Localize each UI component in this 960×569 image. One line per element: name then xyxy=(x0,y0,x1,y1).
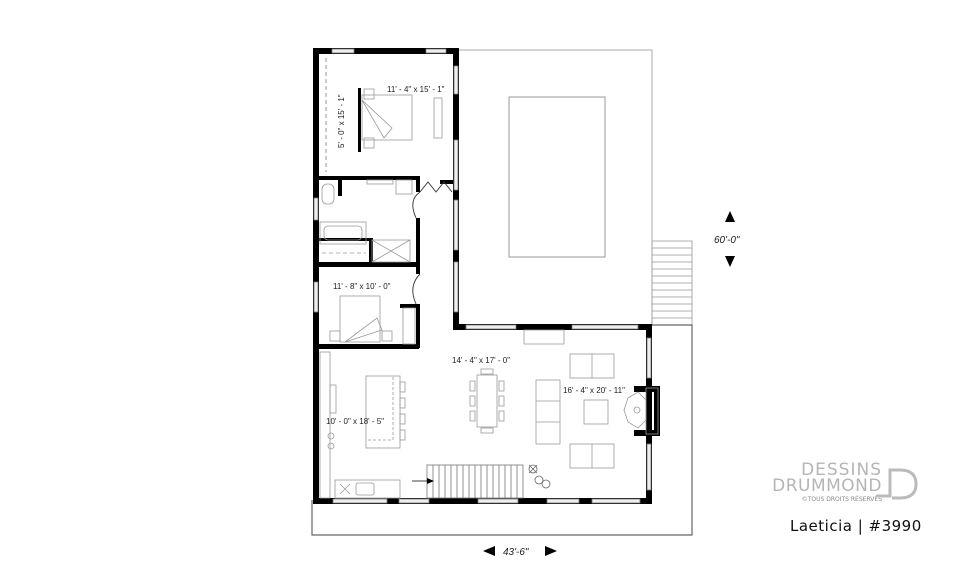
bed-headboard-wall xyxy=(358,88,361,152)
dining-table xyxy=(469,329,565,434)
windows xyxy=(313,48,652,504)
brand-logo: DESSINS DRUMMOND ©TOUS DROITS RÉSERVÉS xyxy=(752,460,882,504)
room-label-dining-room: 14' - 4" x 17' - 0" xyxy=(452,356,510,365)
deck-outline xyxy=(311,324,693,536)
living-furniture xyxy=(535,353,659,469)
pool xyxy=(508,96,606,258)
doors xyxy=(412,181,453,305)
bedroom2-bed xyxy=(329,295,416,345)
room-label-living-room: 16' - 4" x 20' - 11" xyxy=(563,386,625,395)
overall-width: 43'-6" xyxy=(503,547,529,558)
master-bed xyxy=(361,88,443,149)
interior-walls xyxy=(319,176,453,349)
arrow-down-icon xyxy=(725,256,735,267)
stair-arrow xyxy=(412,478,434,484)
brand-line1: DESSINS xyxy=(801,460,882,480)
brand-line2: DRUMMOND xyxy=(772,476,882,496)
room-label-walk-in-closet: 5' - 0" x 15' - 1" xyxy=(337,94,346,148)
exterior-walls xyxy=(313,48,660,504)
model-name: Laeticia | #3990 xyxy=(790,517,922,535)
patio-outline xyxy=(457,49,653,326)
exterior-stairs xyxy=(651,240,693,326)
plant xyxy=(528,464,551,489)
interior-stairs xyxy=(426,464,524,499)
bathroom-fixtures xyxy=(319,179,413,263)
brand-d-logo-icon xyxy=(876,468,918,500)
overall-depth: 60'-0" xyxy=(714,235,740,246)
room-label-master-bedroom: 11' - 4" x 15' - 1" xyxy=(387,85,445,94)
kitchen-fixtures xyxy=(319,351,406,499)
room-label-bedroom-2: 11' - 8" x 10' - 0" xyxy=(333,282,391,291)
room-label-kitchen: 10' - 0" x 18' - 5" xyxy=(326,417,384,426)
arrow-up-icon xyxy=(725,211,735,222)
arrow-right-icon xyxy=(545,546,557,556)
arrow-left-icon xyxy=(483,546,495,556)
brand-copyright: ©TOUS DROITS RÉSERVÉS xyxy=(801,496,882,503)
